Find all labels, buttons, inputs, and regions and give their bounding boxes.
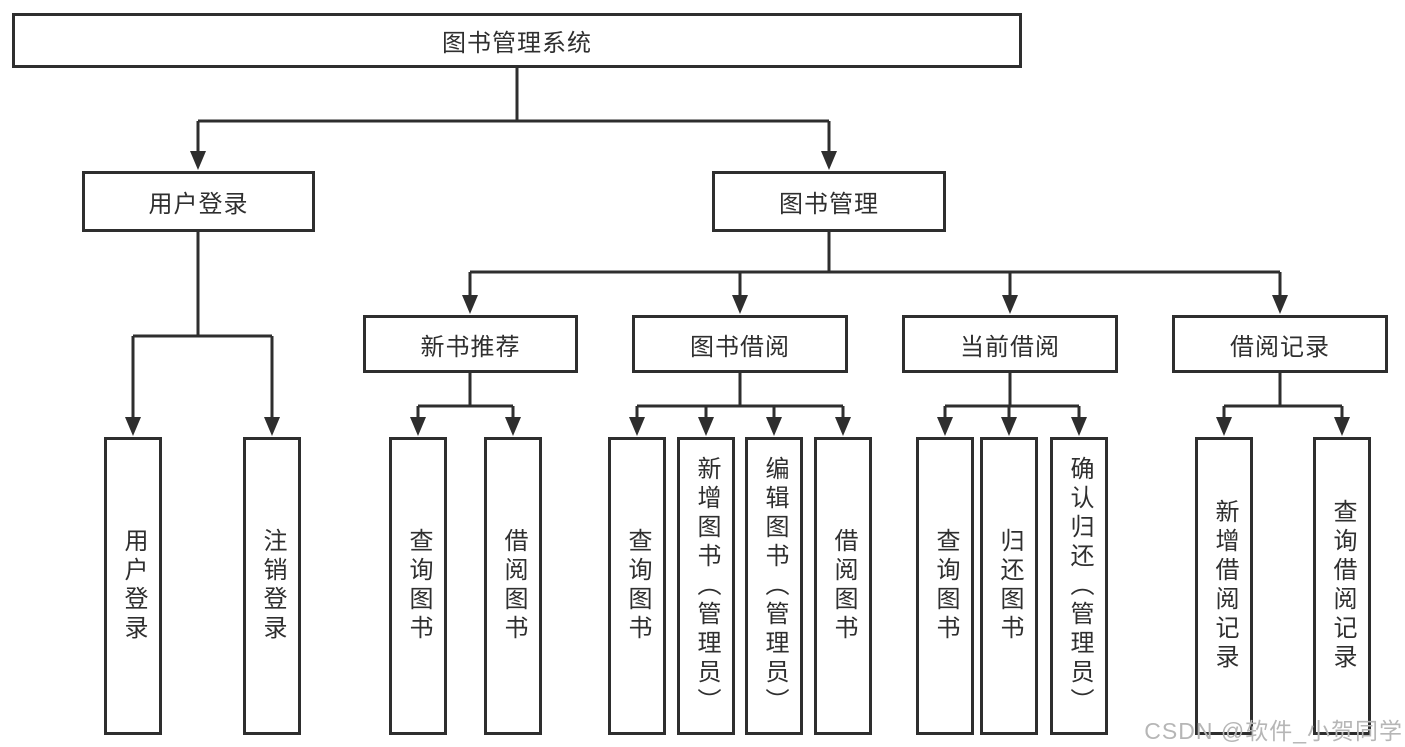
arrowhead-icon [1334, 417, 1350, 436]
node-current-borrow: 当前借阅 [902, 315, 1118, 373]
node-label: 图书管理系统 [442, 30, 592, 57]
leaf-label: 用户登录 [120, 528, 147, 644]
leaf-label: 查询图书 [932, 528, 959, 644]
node-borrow-records: 借阅记录 [1172, 315, 1388, 373]
leaf-add-book-admin: 新增图书（管理员） [677, 437, 735, 735]
node-label: 图书借阅 [690, 333, 790, 361]
node-label: 图书管理 [779, 191, 879, 218]
leaf-label: 查询图书 [405, 528, 432, 644]
arrowhead-icon [462, 295, 478, 314]
leaf-label: 归还图书 [996, 528, 1023, 644]
arrowhead-icon [125, 417, 141, 436]
arrowhead-icon [1071, 417, 1087, 436]
leaf-label: 确认归还（管理员） [1066, 455, 1093, 717]
leaf-logout: 注销登录 [243, 437, 301, 735]
arrowhead-icon [505, 417, 521, 436]
arrowhead-icon [190, 151, 206, 170]
node-library-management-system: 图书管理系统 [12, 13, 1022, 68]
leaf-user-login: 用户登录 [104, 437, 162, 735]
leaf-query-books-current: 查询图书 [916, 437, 974, 735]
leaf-return-book: 归还图书 [980, 437, 1038, 735]
watermark-csdn: CSDN @软件_小贺同学 [1144, 718, 1403, 744]
leaf-query-books-borrow: 查询图书 [608, 437, 666, 735]
arrowhead-icon [1216, 417, 1232, 436]
leaf-label: 借阅图书 [830, 528, 857, 644]
arrowhead-icon [698, 417, 714, 436]
leaf-confirm-return-admin: 确认归还（管理员） [1050, 437, 1108, 735]
leaf-query-borrow-record: 查询借阅记录 [1313, 437, 1371, 735]
leaf-label: 编辑图书（管理员） [761, 455, 788, 717]
arrowhead-icon [629, 417, 645, 436]
leaf-label: 借阅图书 [500, 528, 527, 644]
leaf-query-books-recommend: 查询图书 [389, 437, 447, 735]
arrowhead-icon [264, 417, 280, 436]
arrowhead-icon [937, 417, 953, 436]
leaf-label: 查询借阅记录 [1329, 499, 1356, 673]
leaf-borrow-books: 借阅图书 [814, 437, 872, 735]
arrowhead-icon [1272, 295, 1288, 314]
arrowhead-icon [835, 417, 851, 436]
node-book-management: 图书管理 [712, 171, 946, 232]
leaf-label: 新增图书（管理员） [693, 455, 720, 717]
arrowhead-icon [821, 151, 837, 170]
arrowhead-icon [1001, 417, 1017, 436]
leaf-edit-book-admin: 编辑图书（管理员） [745, 437, 803, 735]
node-label: 借阅记录 [1230, 333, 1330, 361]
node-book-borrow: 图书借阅 [632, 315, 848, 373]
arrowhead-icon [766, 417, 782, 436]
leaf-label: 注销登录 [259, 528, 286, 644]
arrowhead-icon [732, 295, 748, 314]
arrowhead-icon [1002, 295, 1018, 314]
leaf-label: 新增借阅记录 [1211, 499, 1238, 673]
leaf-borrow-books-recommend: 借阅图书 [484, 437, 542, 735]
node-label: 新书推荐 [420, 333, 521, 361]
node-label: 用户登录 [148, 191, 249, 218]
node-new-book-recommend: 新书推荐 [363, 315, 578, 373]
node-user-login: 用户登录 [82, 171, 315, 232]
leaf-add-borrow-record: 新增借阅记录 [1195, 437, 1253, 735]
leaf-label: 查询图书 [624, 528, 651, 644]
node-label: 当前借阅 [960, 333, 1060, 361]
arrowhead-icon [410, 417, 426, 436]
